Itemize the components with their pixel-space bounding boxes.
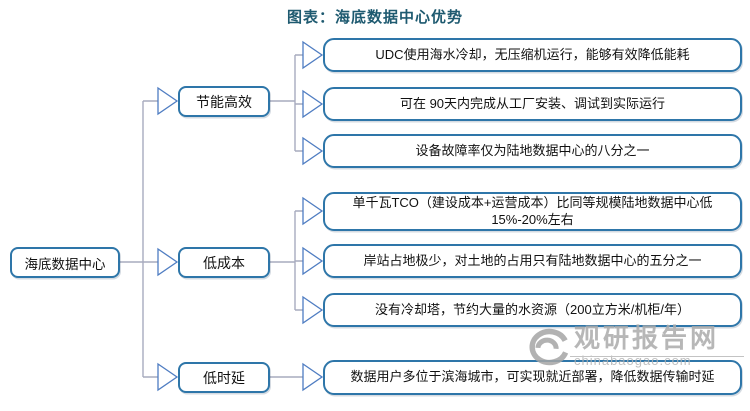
- arrow-icon: [302, 40, 324, 70]
- arrow-group: [157, 40, 324, 392]
- connector-group: [120, 54, 303, 378]
- arrow-icon: [302, 246, 324, 276]
- node-leaf-cooling: UDC使用海水冷却，无压缩机运行，能够有效降低能耗: [323, 38, 742, 72]
- arrow-icon: [302, 89, 324, 119]
- arrow-icon: [157, 86, 179, 116]
- node-leaf-failure-rate: 设备故障率仅为陆地数据中心的八分之一: [323, 134, 742, 168]
- node-leaf-near-deployment: 数据用户多位于滨海城市，可实现就近部署，降低数据传输时延: [323, 360, 742, 395]
- node-branch-latency: 低时延: [178, 362, 270, 393]
- arrow-icon: [302, 136, 324, 166]
- node-branch-cost: 低成本: [178, 247, 270, 278]
- node-leaf-tco: 单千瓦TCO（建设成本+运营成本）比同等规模陆地数据中心低15%-20%左右: [323, 192, 742, 231]
- node-root: 海底数据中心: [10, 247, 120, 278]
- node-leaf-water-saving: 没有冷却塔，节约大量的水资源（200立方米/机柜/年）: [323, 293, 742, 327]
- connector-root-trunk: [120, 100, 158, 378]
- node-leaf-deploy-90days: 可在 90天内完成从工厂安装、调试到实际运行: [323, 87, 742, 121]
- connector-branch-2: [270, 210, 303, 311]
- arrow-icon: [302, 362, 324, 392]
- chart-title: 图表：海底数据中心优势: [286, 9, 463, 26]
- connector-branch-1: [270, 54, 303, 152]
- arrow-icon: [157, 247, 179, 277]
- node-leaf-land-use: 岸站占地极少，对土地的占用只有陆地数据中心的五分之一: [323, 244, 742, 278]
- arrow-icon: [302, 295, 324, 325]
- node-branch-energy: 节能高效: [178, 86, 270, 117]
- arrow-icon: [157, 362, 179, 392]
- arrow-icon: [302, 196, 324, 226]
